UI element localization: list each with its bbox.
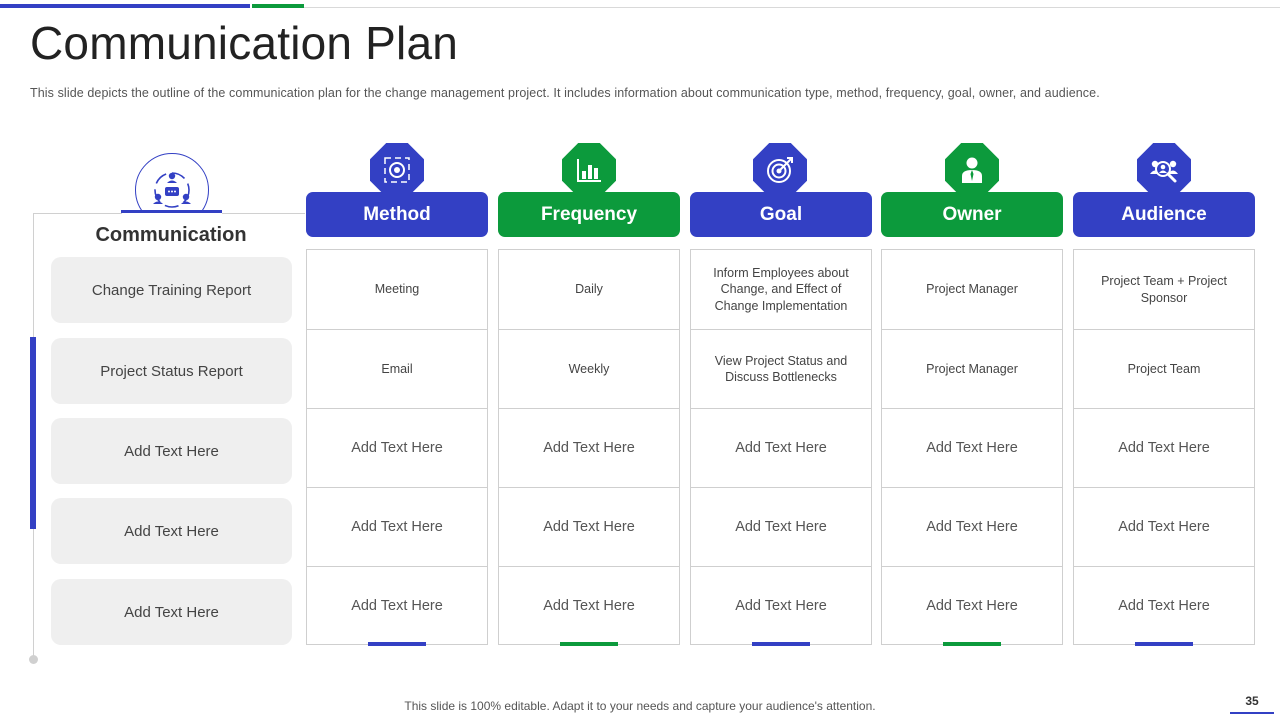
frequency-cell: Weekly xyxy=(499,329,679,408)
communication-row: Add Text Here xyxy=(51,579,292,645)
communication-row: Add Text Here xyxy=(51,418,292,484)
owner-cell: Add Text Here xyxy=(882,566,1062,645)
method-bottom-accent xyxy=(368,642,426,646)
audience-cell: Project Team xyxy=(1074,329,1254,408)
audience-column: Project Team + Project Sponsor Project T… xyxy=(1073,249,1255,645)
goal-cell: Add Text Here xyxy=(691,408,871,487)
method-cell: Add Text Here xyxy=(307,566,487,645)
goal-cell: Add Text Here xyxy=(691,487,871,566)
method-header: Method xyxy=(306,192,488,237)
goal-column: Inform Employees about Change, and Effec… xyxy=(690,249,872,645)
communication-row: Project Status Report xyxy=(51,338,292,404)
communication-row: Add Text Here xyxy=(51,498,292,564)
frequency-header: Frequency xyxy=(498,192,680,237)
audience-search-icon xyxy=(1137,143,1191,197)
gear-target-icon xyxy=(370,143,424,197)
left-accent-bar xyxy=(30,337,36,529)
goal-bottom-accent xyxy=(752,642,810,646)
owner-cell: Add Text Here xyxy=(882,408,1062,487)
page-number: 35 xyxy=(1245,694,1259,708)
communication-header: Communication xyxy=(95,224,247,246)
audience-cell: Add Text Here xyxy=(1074,566,1254,645)
method-cell: Add Text Here xyxy=(307,408,487,487)
person-icon xyxy=(945,143,999,197)
audience-cell: Project Team + Project Sponsor xyxy=(1101,274,1227,305)
method-cell: Meeting xyxy=(374,282,420,297)
goal-cell: View Project Status and Discuss Bottlene… xyxy=(691,329,871,408)
communication-icon-underline xyxy=(121,210,222,213)
frequency-cell: Daily xyxy=(575,282,603,297)
owner-header: Owner xyxy=(881,192,1063,237)
goal-cell: Inform Employees about Change, and Effec… xyxy=(713,266,849,313)
owner-cell: Add Text Here xyxy=(882,487,1062,566)
method-cell: Email xyxy=(307,329,487,408)
target-icon xyxy=(753,143,807,197)
communication-row: Change Training Report xyxy=(51,257,292,323)
bar-chart-icon xyxy=(562,143,616,197)
audience-bottom-accent xyxy=(1135,642,1193,646)
slide-subtitle: This slide depicts the outline of the co… xyxy=(30,86,1100,100)
frequency-cell: Add Text Here xyxy=(499,566,679,645)
frequency-column: Daily Weekly Add Text Here Add Text Here… xyxy=(498,249,680,645)
slide-footer: This slide is 100% editable. Adapt it to… xyxy=(404,699,876,713)
audience-header: Audience xyxy=(1073,192,1255,237)
top-divider xyxy=(304,7,1280,8)
owner-column: Project Manager Project Manager Add Text… xyxy=(881,249,1063,645)
page-number-underline xyxy=(1230,712,1274,714)
top-accent-bar-green xyxy=(252,4,304,8)
frequency-bottom-accent xyxy=(560,642,618,646)
slide-title: Communication Plan xyxy=(30,17,459,69)
method-cell: Add Text Here xyxy=(307,487,487,566)
top-accent-bar-blue xyxy=(0,4,250,8)
audience-cell: Add Text Here xyxy=(1074,487,1254,566)
method-column: Meeting Email Add Text Here Add Text Her… xyxy=(306,249,488,645)
owner-bottom-accent xyxy=(943,642,1001,646)
owner-cell: Project Manager xyxy=(882,329,1062,408)
goal-header: Goal xyxy=(690,192,872,237)
frame-end-dot xyxy=(29,655,38,664)
frequency-cell: Add Text Here xyxy=(499,487,679,566)
frequency-cell: Add Text Here xyxy=(499,408,679,487)
audience-cell: Add Text Here xyxy=(1074,408,1254,487)
goal-cell: Add Text Here xyxy=(691,566,871,645)
owner-cell: Project Manager xyxy=(926,282,1018,297)
